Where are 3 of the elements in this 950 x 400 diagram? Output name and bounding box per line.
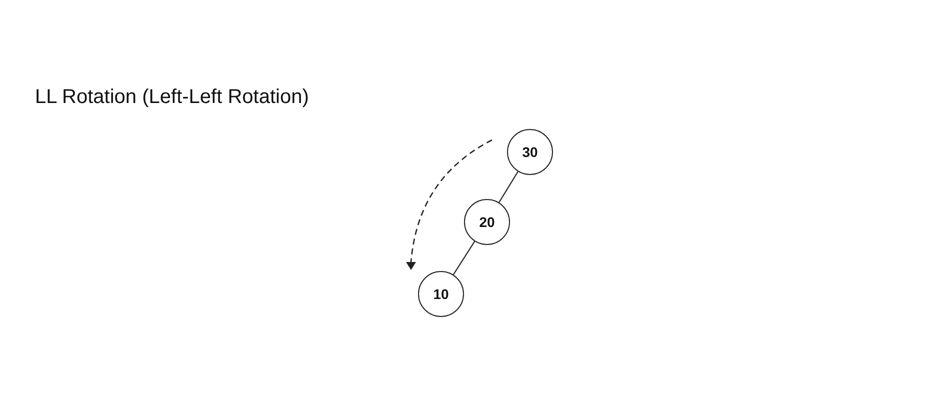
title: LL Rotation (Left-Left Rotation): [35, 85, 309, 110]
connector-line: [452, 241, 476, 275]
connector-line: [498, 171, 518, 203]
